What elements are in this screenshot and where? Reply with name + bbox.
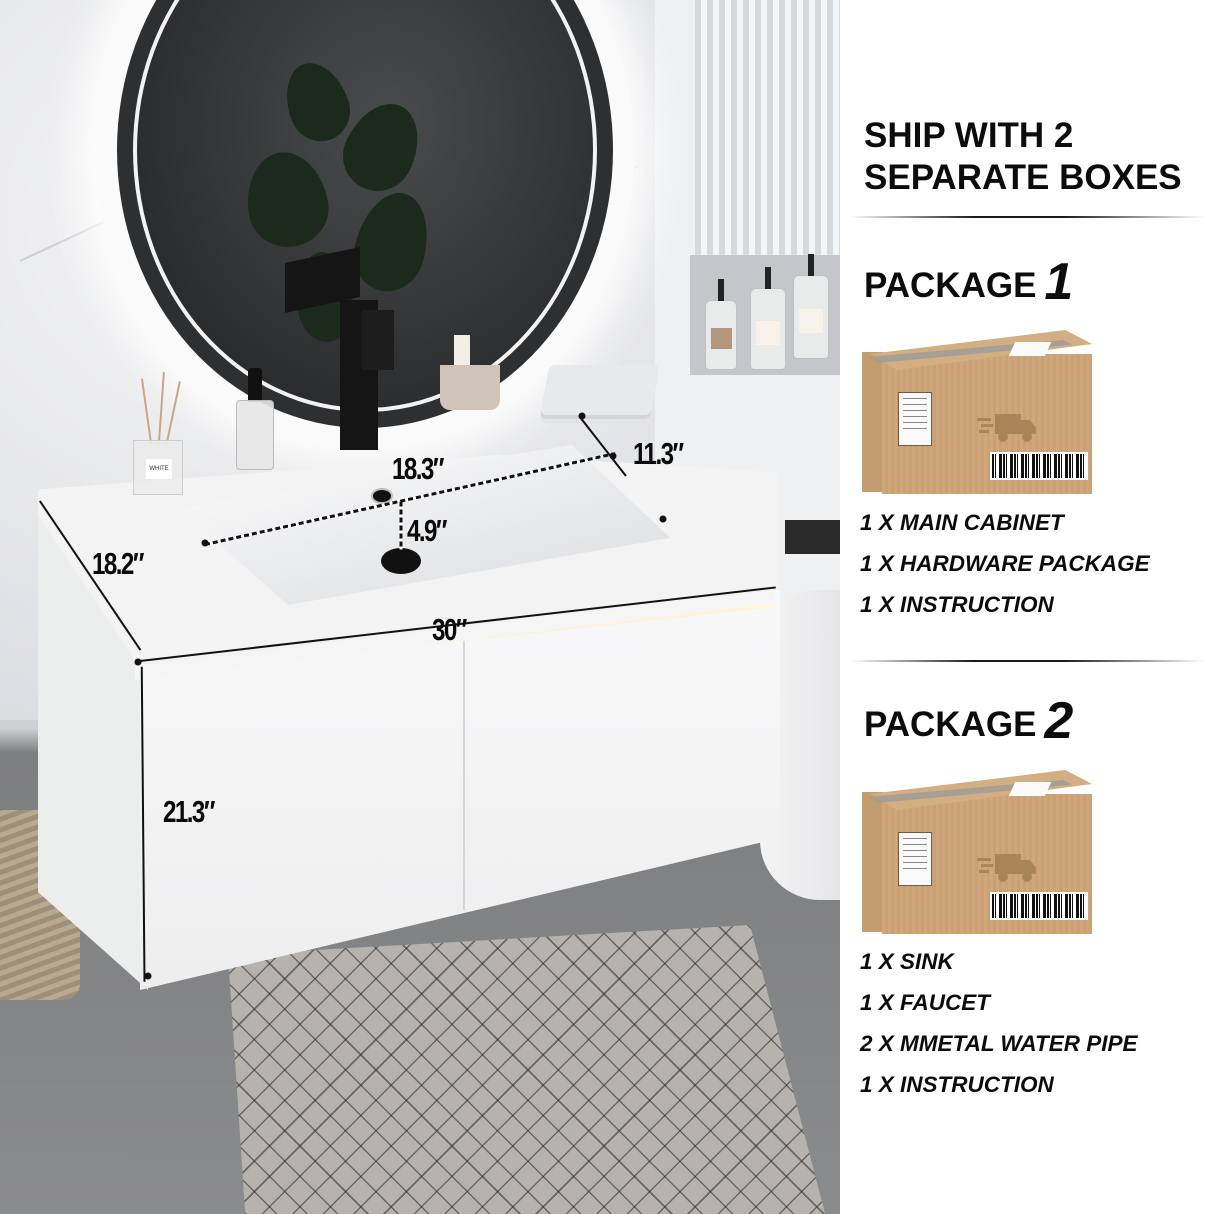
dim-sink-width: 11.3″ [633,436,684,471]
toiletry-cup [440,365,500,410]
flush-plate [785,520,840,554]
soap-bottle [793,254,829,359]
package-item: 1 X FAUCET [860,990,991,1015]
dim-sink-length: 18.3″ [392,451,444,486]
dropper-cap [248,368,262,402]
diffuser-label: WHITE [146,459,172,479]
package-item: 1 X SINK [860,949,954,974]
section-divider [850,216,1205,218]
dimension-dot [144,972,152,980]
package-number: 2 [1044,692,1074,750]
serum-bottle [236,400,274,470]
plant-reflection [275,54,359,150]
reed-diffuser: WHITE [133,440,183,495]
package-item: 1 X HARDWARE PACKAGE [860,551,1150,576]
faucet-handle [362,310,394,370]
plant-reflection [239,145,335,254]
delivery-truck-icon [977,854,1036,882]
soap-bottle [705,279,737,370]
headline-line-2: SEPARATE BOXES [864,158,1182,197]
folded-towel [540,365,660,415]
dimension-dot [134,658,142,666]
package-label: PACKAGE [864,705,1037,744]
dimension-dot [201,539,209,547]
section-divider [850,660,1205,662]
shipping-label-icon [898,832,932,886]
headline-line-1: SHIP WITH 2 [864,116,1074,155]
package-item: 1 X INSTRUCTION [860,592,1054,617]
soap-bottle [750,267,786,370]
barcode-icon [990,452,1088,480]
patterned-rug [228,925,828,1214]
cabinet-door-split [463,640,465,910]
dim-sink-depth: 4.9″ [407,513,448,548]
dim-cabinet-height: 21.3″ [163,794,215,829]
cardboard-box-icon [862,330,1094,498]
package-2-contents: 1 X SINK 1 X FAUCET 2 X MMETAL WATER PIP… [860,941,1138,1105]
barcode-icon [990,892,1088,920]
delivery-truck-icon [977,414,1036,442]
dimension-dot [659,515,667,523]
dimension-dot [609,452,617,460]
slatted-wall [695,0,840,255]
product-scene: WHITE 18.3″ 11.3″ 4.9″ 18.2″ 30″ 21.3″ [0,0,840,1214]
shipping-label-icon [898,392,932,446]
dim-cabinet-depth: 18.2″ [92,546,144,581]
shipping-headline: SHIP WITH 2 SEPARATE BOXES [864,115,1182,199]
cardboard-box-icon [862,770,1094,938]
package-item: 1 X INSTRUCTION [860,1072,1054,1097]
package-item: 2 X MMETAL WATER PIPE [860,1031,1138,1056]
sink-depth-line [399,501,403,554]
package-label: PACKAGE [864,266,1037,305]
package-item: 1 X MAIN CABINET [860,510,1064,535]
dimension-dot [578,412,586,420]
dim-cabinet-width: 30″ [432,612,467,647]
package-number: 1 [1044,253,1074,311]
package-1-contents: 1 X MAIN CABINET 1 X HARDWARE PACKAGE 1 … [860,502,1150,625]
